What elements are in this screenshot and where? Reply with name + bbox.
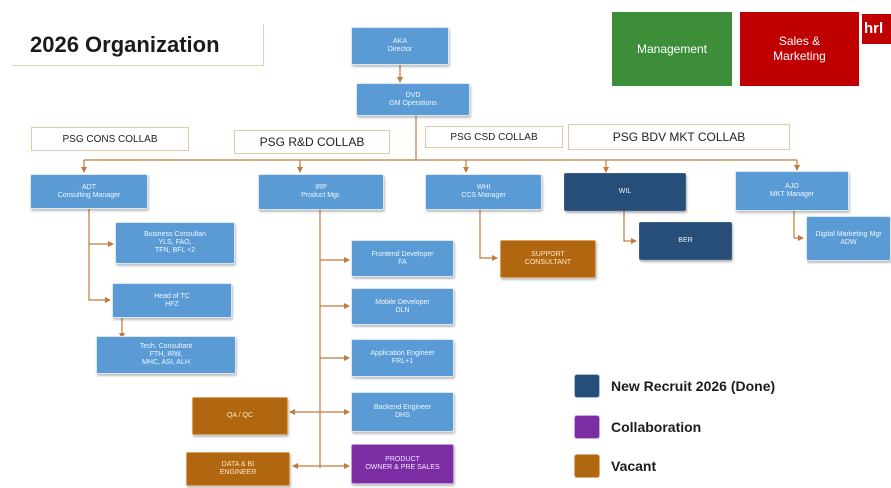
collab-rnd: PSG R&D COLLAB xyxy=(234,130,390,154)
gm-operations-box: DVD GM Operations xyxy=(356,83,470,116)
product-manager-box: IRP Product Mgr. xyxy=(258,174,384,210)
frontend-developer-box: Frontend Developer FA xyxy=(351,240,454,277)
sales-marketing-card: Sales & Marketing xyxy=(740,12,859,86)
business-consultant-box: Business Consultan YLS, FAO, TFN, BFL +2 xyxy=(115,222,235,264)
ccs-manager-box: WHI CCS Manager xyxy=(425,174,542,210)
data-bi-engineer-box: DATA & BI ENGINEER xyxy=(186,452,290,486)
legend-vacant-label: Vacant xyxy=(611,458,657,474)
head-tc-box: Head of TC HFZ xyxy=(112,283,232,318)
tech-consultant-box: Tech. Consultant FTH, IRW, MHC, ASI, ALH xyxy=(96,336,236,374)
company-logo: hrl xyxy=(862,14,891,44)
legend-navy-swatch xyxy=(574,374,600,398)
director-box: AKA Director xyxy=(351,27,449,65)
wil-box: WIL xyxy=(564,173,686,211)
legend-collaboration-label: Collaboration xyxy=(611,419,702,435)
page-title: 2026 Organization xyxy=(12,24,264,66)
mobile-developer-box: Mobile Developer DLN xyxy=(351,288,454,325)
connector-to-ber xyxy=(623,210,637,244)
connector-to-digital-mkt xyxy=(793,210,804,241)
connector-to-business-consultant xyxy=(88,208,114,247)
collab-bdv: PSG BDV MKT COLLAB xyxy=(568,124,790,150)
connector-to-support xyxy=(479,210,498,261)
management-card: Management xyxy=(612,12,732,86)
collab-csd: PSG CSD COLLAB xyxy=(425,126,563,148)
support-consultant-box: SUPPORT CONSULTANT xyxy=(500,240,596,278)
legend-brown-swatch xyxy=(574,454,600,478)
ber-box: BER xyxy=(639,222,732,260)
backend-engineer-box: Backend Engineer DHS xyxy=(351,392,454,432)
legend-new-recruit-label: New Recruit 2026 (Done) xyxy=(611,378,776,394)
qa-qc-box: QA / QC xyxy=(192,397,288,435)
mkt-manager-box: AJO MKT Manager xyxy=(735,171,849,211)
product-owner-box: PRODUCT OWNER & PRE SALES xyxy=(351,444,454,484)
legend-purple-swatch xyxy=(574,415,600,439)
collab-cons: PSG CONS COLLAB xyxy=(31,127,189,151)
connector-to-head-tc xyxy=(88,244,111,303)
digital-marketing-box: Digital Marketing Mgr ADW xyxy=(806,216,891,261)
consulting-manager-box: ADT Consulting Manager xyxy=(30,174,148,209)
application-engineer-box: Application Engineer FRL+1 xyxy=(351,339,454,377)
